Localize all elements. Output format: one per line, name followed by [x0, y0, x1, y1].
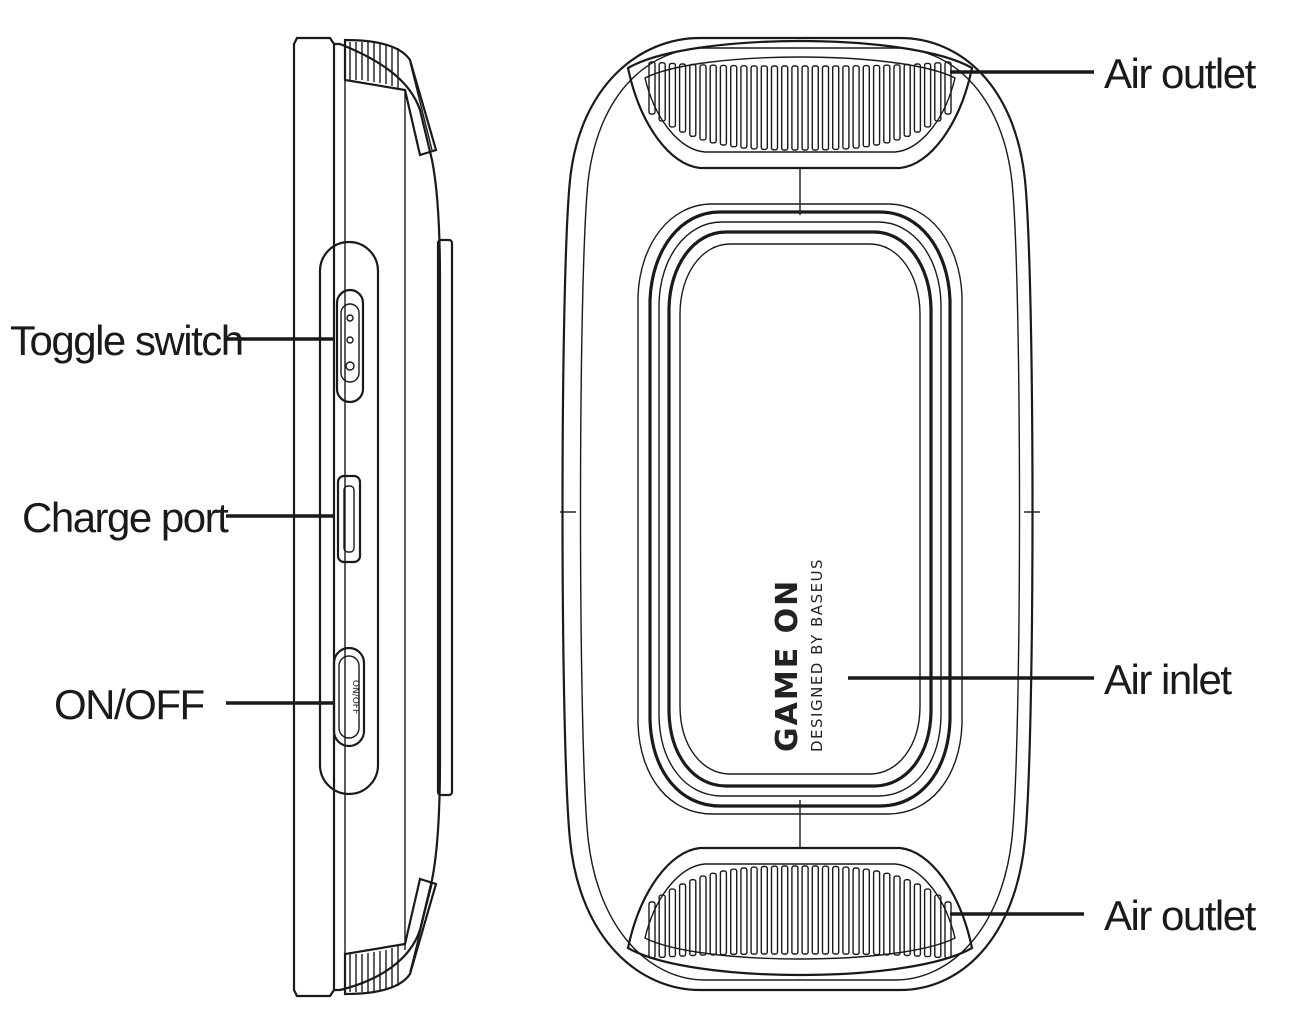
- vent-rib: [791, 865, 799, 955]
- vent-rib: [658, 894, 666, 958]
- vent-rib: [832, 865, 840, 955]
- vent-rib: [689, 879, 697, 957]
- vent-rib: [770, 65, 779, 151]
- bottom-air-outlet: [626, 800, 974, 977]
- vent-rib: [770, 865, 779, 955]
- vent-rib: [811, 65, 819, 151]
- vent-rib: [872, 870, 881, 956]
- vent-rib: [668, 62, 677, 128]
- vent-rib: [719, 870, 728, 956]
- vent-rib: [791, 65, 799, 151]
- vent-rib: [883, 872, 891, 956]
- vent-rib: [668, 888, 677, 958]
- vent-rib: [740, 867, 748, 956]
- vent-rib: [719, 64, 728, 146]
- vent-rib: [872, 64, 881, 146]
- vent-rib: [750, 866, 758, 955]
- vent-rib: [913, 883, 922, 957]
- vent-rib: [842, 866, 850, 955]
- vent-rib: [903, 879, 911, 957]
- on-off-button-text: ON/OFF: [350, 680, 360, 714]
- vent-rib: [760, 865, 768, 955]
- label-on-off: ON/OFF: [54, 681, 204, 728]
- vent-rib: [781, 865, 789, 955]
- vent-rib: [852, 65, 860, 149]
- vent-rib: [730, 64, 738, 148]
- vent-rib: [811, 865, 819, 955]
- vent-rib: [923, 62, 932, 128]
- vent-rib: [934, 62, 942, 122]
- vent-rib: [893, 64, 901, 141]
- vent-rib: [852, 867, 860, 956]
- vent-rib: [801, 65, 809, 151]
- vent-rib: [862, 64, 870, 148]
- side-body-panel: [334, 42, 442, 992]
- side-rear-plate: [436, 238, 454, 797]
- vent-rib: [832, 65, 840, 151]
- vent-rib: [709, 872, 717, 956]
- vent-rib: [648, 61, 656, 115]
- vent-rib: [944, 901, 952, 959]
- vent-rib: [934, 894, 942, 958]
- top-view: GAME ON DESIGNED BY BASEUS: [560, 36, 1040, 992]
- label-charge-port: Charge port: [22, 494, 229, 541]
- label-toggle-switch: Toggle switch: [10, 317, 243, 364]
- top-air-outlet: [626, 39, 974, 215]
- vent-rib: [862, 868, 870, 956]
- toggle-switch[interactable]: [335, 288, 365, 404]
- side-bottom-vent: [343, 877, 438, 996]
- vent-rib: [750, 65, 758, 150]
- vent-rib: [709, 64, 717, 144]
- vent-rib: [944, 61, 952, 115]
- vent-rib: [781, 65, 789, 151]
- vent-rib: [893, 875, 901, 956]
- charge-port[interactable]: [336, 474, 362, 564]
- side-body-outline: [292, 36, 336, 998]
- vent-rib: [821, 865, 830, 955]
- label-air-outlet-top: Air outlet: [1104, 50, 1257, 97]
- vent-rib: [699, 64, 707, 141]
- vent-rib: [678, 883, 687, 957]
- side-control-panel: [318, 240, 380, 796]
- vent-rib: [842, 65, 850, 150]
- vent-rib: [658, 62, 666, 122]
- side-view: ON/OFF: [292, 36, 454, 998]
- vent-rib: [923, 888, 932, 958]
- on-off-button[interactable]: ON/OFF: [332, 646, 366, 748]
- label-air-inlet: Air inlet: [1104, 656, 1232, 703]
- vent-rib: [913, 63, 922, 133]
- air-inlet: [637, 203, 963, 815]
- top-body-inner-outline: [579, 47, 1021, 981]
- vent-rib: [740, 65, 748, 149]
- vent-rib: [699, 875, 707, 956]
- top-body-outline: [561, 36, 1034, 992]
- vent-rib: [730, 868, 738, 956]
- brand-name: GAME ON: [770, 579, 805, 752]
- vent-rib: [821, 65, 830, 151]
- bottom-vent-ribs: [648, 865, 952, 959]
- top-vent-ribs: [648, 61, 952, 151]
- vent-rib: [883, 64, 891, 144]
- brand-tagline: DESIGNED BY BASEUS: [808, 558, 826, 752]
- vent-rib: [689, 63, 697, 138]
- vent-rib: [760, 65, 768, 151]
- side-top-vent: [343, 38, 438, 157]
- vent-rib: [648, 901, 656, 959]
- label-air-outlet-bottom: Air outlet: [1104, 892, 1257, 939]
- vent-rib: [678, 63, 687, 133]
- vent-rib: [801, 865, 809, 955]
- vent-rib: [903, 63, 911, 138]
